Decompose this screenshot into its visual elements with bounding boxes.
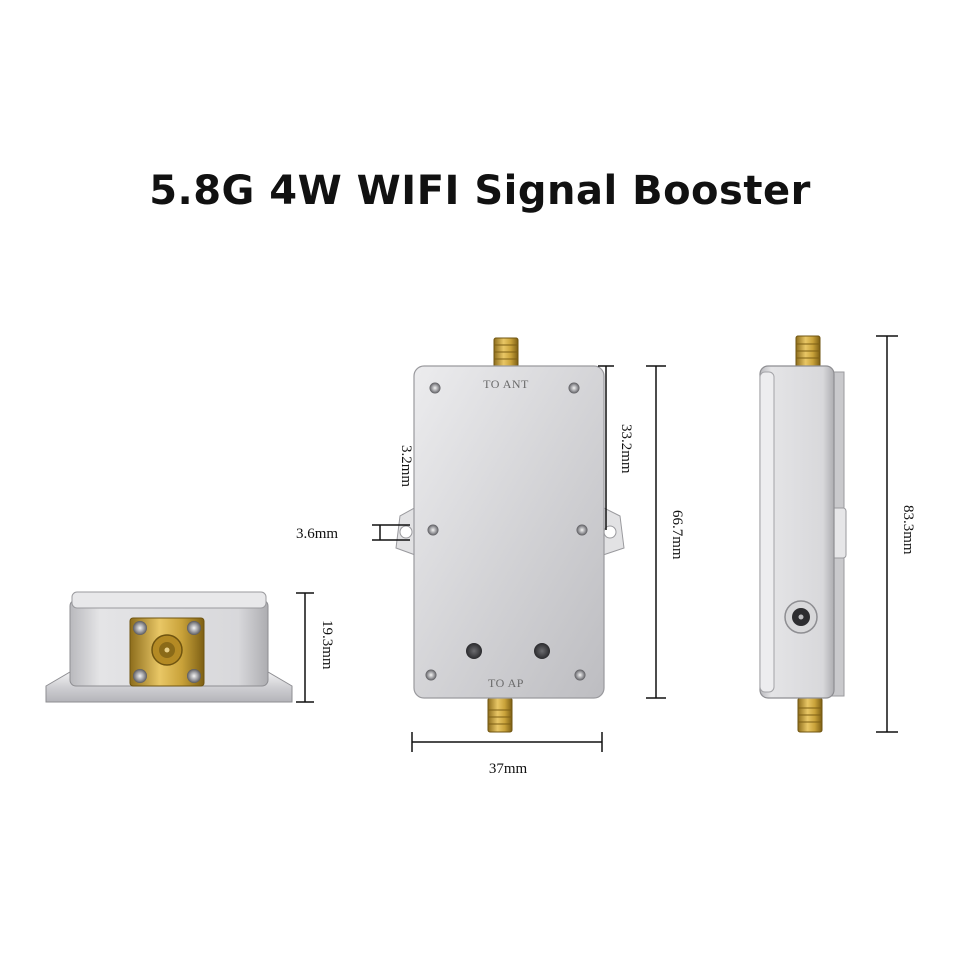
screw-icon: [133, 669, 147, 683]
screw-icon: [427, 524, 439, 536]
dimension-total-length-label: 83.3mm: [900, 505, 916, 555]
dimension-body-length-label: 66.7mm: [669, 510, 685, 560]
dimension-width: [411, 732, 603, 752]
led-indicator: [466, 643, 482, 659]
top-view: TO ANT TO AP: [395, 337, 625, 733]
screw-icon: [187, 621, 201, 635]
page-title: 5.8G 4W WIFI Signal Booster: [149, 168, 811, 214]
sma-connector-bottom: [487, 697, 513, 733]
port-label-antenna: TO ANT: [483, 377, 529, 391]
dimension-height-side-label: 19.3mm: [319, 620, 335, 670]
dimension-hole-pitch-label: 33.2mm: [618, 424, 634, 474]
mounting-hole-left: [399, 525, 413, 539]
dimension-hole-gap-label: 3.2mm: [398, 445, 414, 487]
dimension-hole-gap: [372, 524, 410, 541]
dimension-hole-offset-label: 3.6mm: [296, 526, 338, 542]
end-view: [45, 591, 293, 703]
screw-icon: [187, 669, 201, 683]
dimension-width-label: 37mm: [489, 761, 528, 777]
screw-icon: [429, 382, 441, 394]
screw-icon: [568, 382, 580, 394]
led-indicator: [534, 643, 550, 659]
screw-icon: [425, 669, 437, 681]
dimension-height-side: [296, 592, 314, 703]
port-label-ap: TO AP: [488, 676, 524, 690]
screw-icon: [133, 621, 147, 635]
screw-icon: [576, 524, 588, 536]
screw-icon: [574, 669, 586, 681]
dimension-total-length: [876, 335, 898, 733]
side-profile-view: [759, 335, 847, 733]
sma-connector-top: [795, 335, 821, 371]
dimension-hole-pitch: [598, 365, 614, 530]
dimension-body-length: [646, 365, 666, 699]
